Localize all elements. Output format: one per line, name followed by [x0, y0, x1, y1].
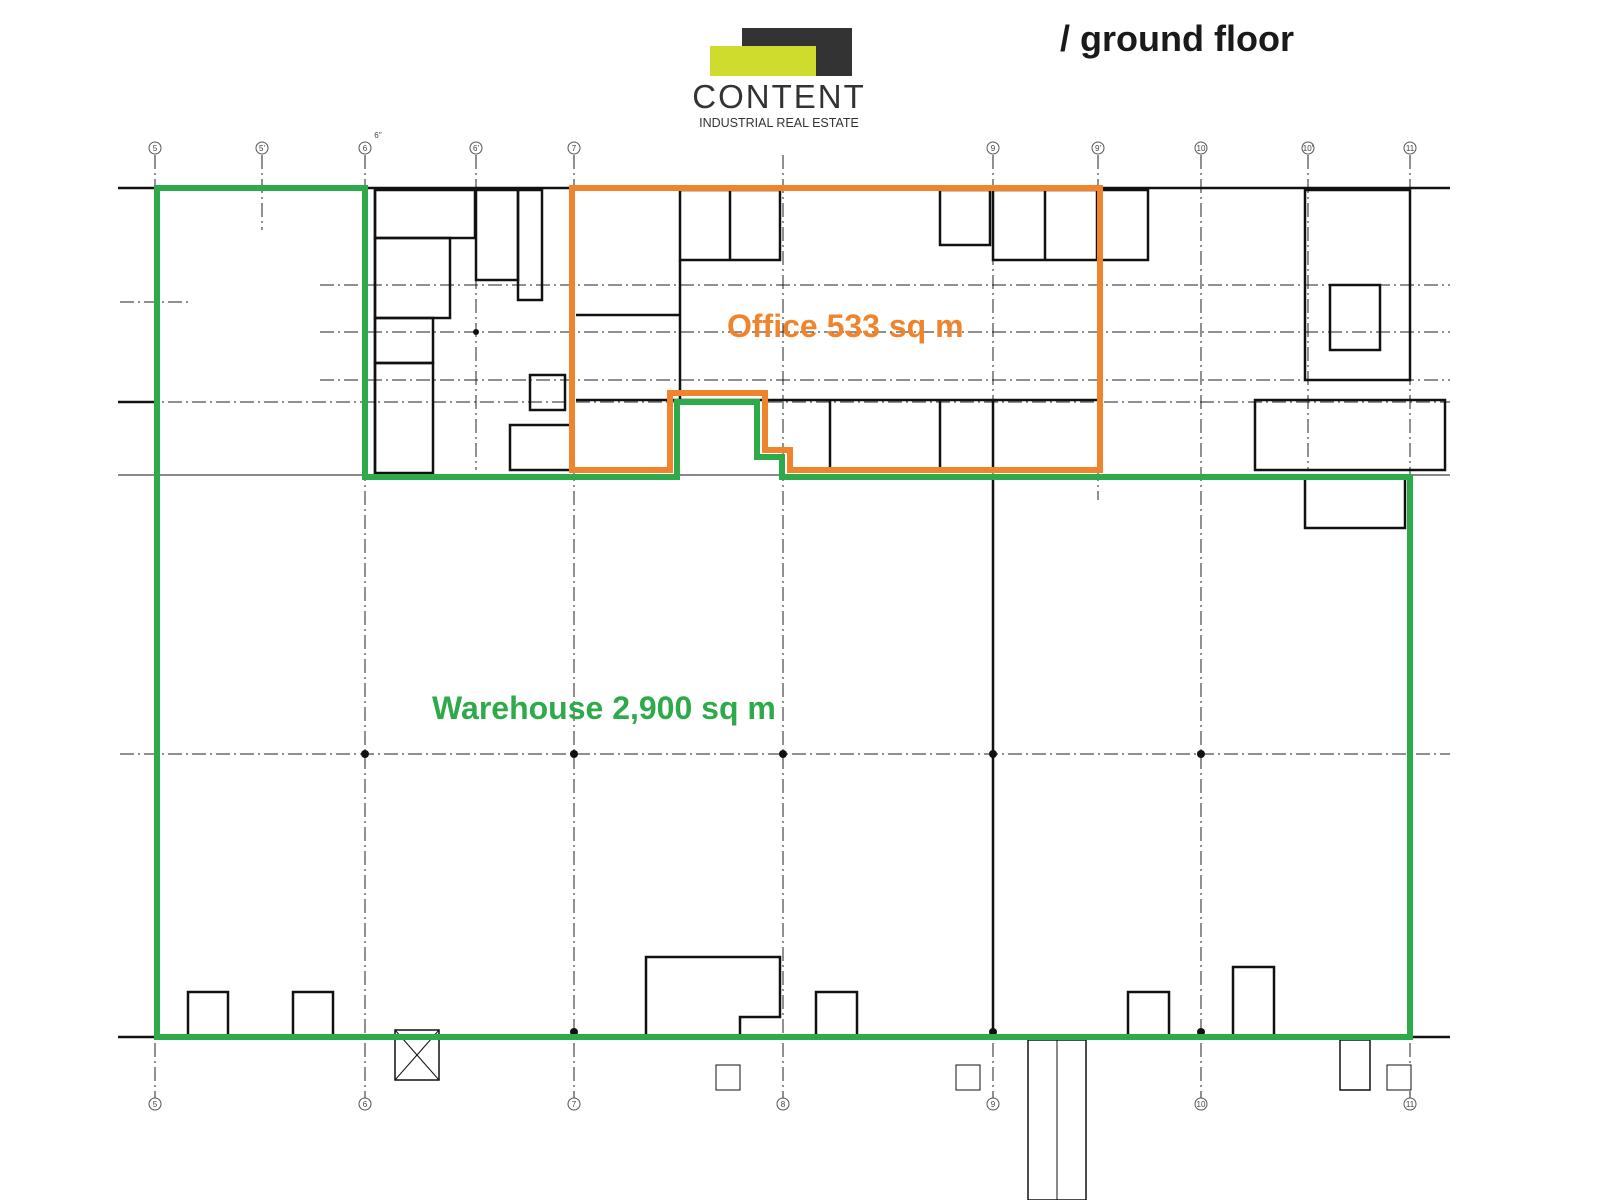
logo-tagline: INDUSTRIAL REAL ESTATE — [699, 116, 859, 130]
axis-label: 8 — [781, 1100, 786, 1109]
axis-label: 11 — [1406, 1100, 1415, 1109]
logo-lime-block — [710, 46, 816, 76]
axis-label: 6 — [363, 144, 368, 153]
warehouse-outline — [154, 185, 1413, 1040]
office-outline — [569, 185, 1103, 473]
axis-label: 7 — [572, 1100, 577, 1109]
axis-label: 5 — [153, 1100, 158, 1109]
warehouse-area-label: Warehouse 2,900 sq m — [432, 690, 776, 726]
axis-label: 6 — [363, 1100, 368, 1109]
grid-lines — [120, 155, 1450, 1100]
loading-docks — [186, 955, 1412, 1200]
axis-label: 10' — [1303, 144, 1314, 153]
floor-title: / ground floor — [1060, 18, 1294, 59]
axis-label: 10 — [1197, 1100, 1206, 1109]
office-area-label: Office 533 sq m — [727, 308, 964, 344]
axis-label: 6'' — [374, 131, 382, 140]
axis-label: 9' — [1095, 144, 1101, 153]
columns — [361, 329, 1205, 1036]
company-logo: CONTENT INDUSTRIAL REAL ESTATE — [676, 28, 886, 138]
axis-label: 9 — [991, 1100, 996, 1109]
axis-label: 7 — [572, 144, 577, 153]
grid-axis-markers — [148, 141, 1417, 1111]
axis-label: 11 — [1406, 144, 1415, 153]
axis-label: 5' — [259, 144, 265, 153]
logo-name: CONTENT — [692, 78, 866, 115]
axis-label: 6' — [473, 144, 479, 153]
axis-label: 5 — [153, 144, 158, 153]
axis-label: 10 — [1197, 144, 1206, 153]
axis-label: 9 — [991, 144, 996, 153]
